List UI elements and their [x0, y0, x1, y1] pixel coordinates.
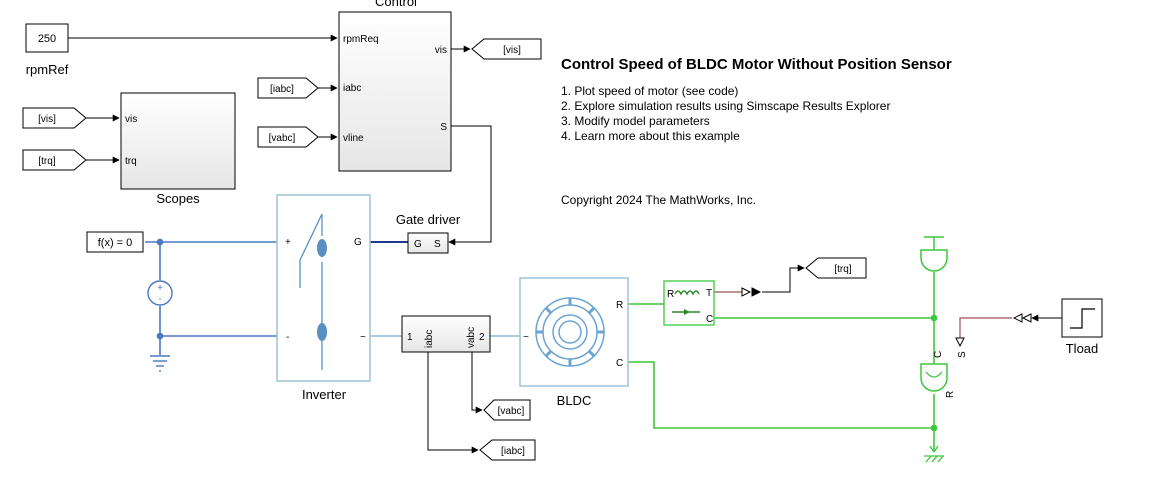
step-explore-results-link[interactable]: 2. Explore simulation results using Sims…	[561, 99, 891, 113]
svg-text:iabc: iabc	[424, 330, 435, 348]
goto-tag-vabc[interactable]: [vabc]	[483, 399, 531, 421]
control-subsystem[interactable]: Control rpmReq iabc vline vis S	[338, 0, 452, 172]
step-plot-speed-link[interactable]: 1. Plot speed of motor (see code)	[561, 84, 739, 98]
scopes-port-vis: vis	[125, 114, 137, 125]
tload-step-block[interactable]: Tload	[1061, 298, 1103, 356]
svg-text:[trq]: [trq]	[834, 264, 851, 275]
control-port-rpmreq: rpmReq	[343, 34, 379, 45]
svg-text:f(x) = 0: f(x) = 0	[98, 237, 133, 249]
svg-text:~: ~	[360, 332, 366, 343]
torque-sensor-block[interactable]: R T C	[663, 280, 715, 326]
control-port-vline: vline	[343, 133, 364, 144]
scopes-subsystem[interactable]: vis trq Scopes	[120, 92, 236, 206]
svg-text:+: +	[285, 237, 291, 248]
svg-text:S: S	[434, 239, 441, 250]
goto-tag-vis[interactable]: [vis]	[471, 38, 542, 60]
from-tag-vabc[interactable]: [vabc]	[257, 126, 319, 148]
goto-tag-iabc[interactable]: [iabc]	[479, 439, 536, 461]
control-port-s: S	[440, 122, 447, 133]
svg-text:~: ~	[523, 332, 529, 343]
physical-signal-lines	[714, 291, 1012, 344]
svg-text:G: G	[414, 239, 422, 250]
bldc-label: BLDC	[557, 393, 592, 408]
control-label: Control	[375, 0, 417, 9]
mechanical-lines	[628, 272, 938, 452]
scopes-label: Scopes	[156, 191, 200, 206]
ps-converter-marks	[741, 287, 1032, 348]
svg-text:[vis]: [vis]	[503, 45, 521, 56]
dc-voltage-source[interactable]: + -	[147, 280, 173, 306]
inverter-label: Inverter	[302, 387, 347, 402]
svg-text:+: +	[157, 283, 163, 294]
svg-text:2: 2	[479, 332, 485, 343]
tload-label: Tload	[1066, 341, 1099, 356]
scopes-port-trq: trq	[125, 156, 137, 167]
electrical-lines	[145, 238, 520, 355]
step-modify-parameters-link[interactable]: 3. Modify model parameters	[561, 114, 710, 128]
svg-text:R: R	[667, 289, 674, 300]
bldc-motor-block[interactable]: ~ R C BLDC	[519, 277, 629, 408]
control-port-vis: vis	[435, 45, 447, 56]
from-tag-iabc[interactable]: [iabc]	[257, 77, 319, 99]
svg-text:[trq]: [trq]	[38, 156, 55, 167]
svg-text:[vabc]: [vabc]	[269, 133, 296, 144]
goto-tag-trq[interactable]: [trq]	[805, 257, 867, 279]
svg-text:[vis]: [vis]	[38, 114, 56, 125]
torque-source-block[interactable]: C S R	[920, 351, 968, 398]
from-tag-trq[interactable]: [trq]	[22, 149, 87, 171]
svg-text:R: R	[616, 300, 623, 311]
steps-list: 1. Plot speed of motor (see code) 2. Exp…	[561, 84, 890, 144]
svg-text:C: C	[616, 358, 623, 369]
line-iabc-goto[interactable]	[427, 352, 479, 454]
svg-text:C: C	[933, 351, 944, 358]
inverter-block[interactable]: + - G ~ Inverter	[276, 194, 371, 402]
solver-configuration-block[interactable]: f(x) = 0	[86, 231, 144, 253]
svg-text:[iabc]: [iabc]	[501, 446, 525, 457]
line-control-s-gate[interactable]	[448, 125, 492, 246]
sensor-subsystem[interactable]: 1 2 iabc vabc	[401, 315, 491, 353]
electrical-ground	[150, 355, 170, 372]
svg-text:R: R	[945, 391, 956, 398]
control-port-iabc: iabc	[343, 83, 361, 94]
svg-text:T: T	[706, 288, 712, 299]
step-learn-more-link[interactable]: 4. Learn more about this example	[561, 129, 740, 143]
signal-lines	[68, 34, 1062, 454]
svg-text:G: G	[354, 237, 362, 248]
svg-text:C: C	[706, 314, 713, 325]
motor-icon	[535, 297, 605, 367]
line-vabc-goto[interactable]	[471, 352, 483, 414]
svg-text:-: -	[286, 332, 289, 343]
svg-text:1: 1	[407, 332, 413, 343]
rpmref-label: rpmRef	[26, 62, 69, 77]
svg-text:vabc: vabc	[466, 327, 477, 348]
rpmref-value: 250	[38, 33, 56, 45]
inertia-block[interactable]	[920, 236, 948, 272]
copyright-notice: Copyright 2024 The MathWorks, Inc.	[561, 193, 756, 207]
rpmref-constant-block[interactable]: 250 rpmRef	[25, 23, 69, 77]
gate-driver-block[interactable]: Gate driver G S	[396, 212, 461, 254]
mechanical-reference-ground	[924, 445, 944, 463]
svg-text:[iabc]: [iabc]	[270, 84, 294, 95]
gate-driver-label: Gate driver	[396, 212, 461, 227]
line-trq-goto[interactable]	[762, 264, 805, 293]
svg-text:[vabc]: [vabc]	[498, 406, 525, 417]
svg-text:-: -	[158, 294, 161, 305]
model-title: Control Speed of BLDC Motor Without Posi…	[561, 56, 952, 73]
svg-text:S: S	[957, 351, 968, 358]
from-tag-vis[interactable]: [vis]	[22, 107, 87, 129]
mech-bldc-c[interactable]	[628, 361, 934, 429]
